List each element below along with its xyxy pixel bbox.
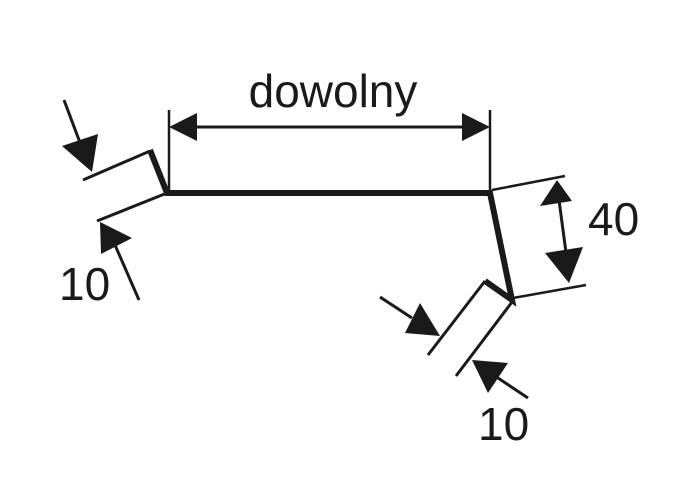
left-flange-top-arrow-shaft	[62, 99, 84, 149]
left-flange-dimension-label: 10	[59, 258, 110, 310]
right-flange-upper-line	[426, 280, 487, 356]
left-flange-bottom-arrow-shaft	[113, 244, 141, 301]
height-dimension-label: 40	[588, 193, 639, 245]
left-flange-bottom-arrowhead-icon	[100, 222, 132, 254]
left-flange-top-arrowhead-icon	[62, 134, 98, 172]
height-extension-top	[491, 174, 566, 192]
height-extension-bottom	[512, 283, 587, 300]
right-flange-lower-line	[454, 301, 514, 377]
right-flange-bottom-arrow-shaft	[494, 374, 529, 400]
right-flange-bottom-arrowhead-icon	[472, 360, 508, 393]
width-arrow-left-icon	[169, 113, 197, 141]
right-flange-top-arrow-shaft	[379, 295, 413, 320]
height-arrow-down-icon	[545, 247, 583, 283]
profile-shape	[147, 148, 517, 307]
width-dimension-label: dowolny	[249, 65, 418, 117]
left-flange-lower-line	[96, 191, 168, 223]
right-flange-top-arrowhead-icon	[405, 303, 440, 336]
left-flange-upper-line	[82, 149, 151, 182]
right-flange-dimension-label: 10	[478, 398, 529, 450]
width-arrow-right-icon	[462, 113, 490, 141]
height-arrow-up-icon	[540, 180, 572, 206]
